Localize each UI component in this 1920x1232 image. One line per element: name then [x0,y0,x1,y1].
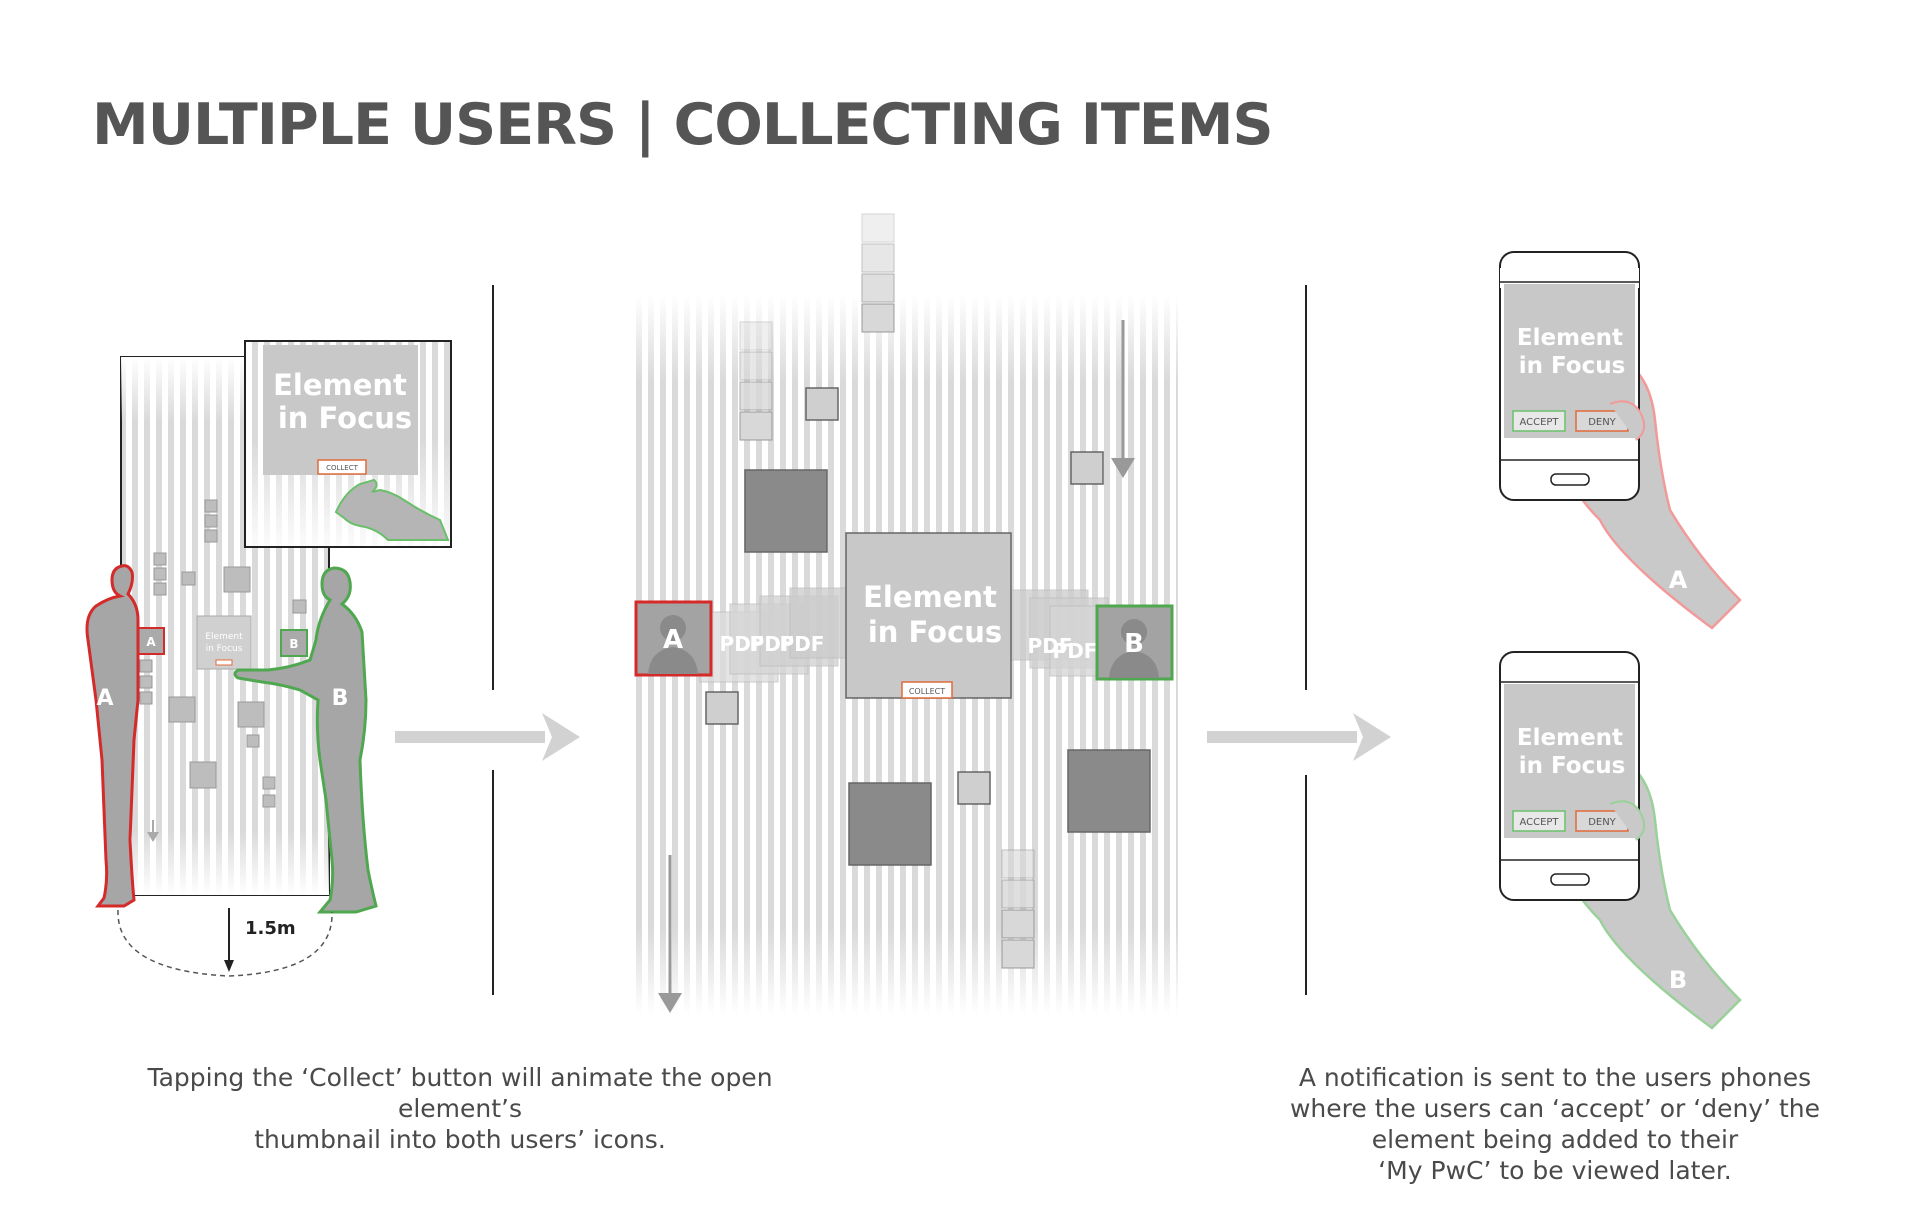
svg-text:ACCEPT: ACCEPT [1519,417,1559,428]
caption-collect: Tapping the ‘Collect’ button will animat… [147,1063,773,1154]
svg-text:DENY: DENY [1588,817,1616,828]
svg-text:in Focus: in Focus [1519,753,1626,779]
thumbnail-trail-a: PDF PDF PDF [699,587,869,683]
svg-text:PDF: PDF [780,632,825,656]
phone-b-home-button[interactable] [1550,873,1590,886]
svg-text:Element: Element [1517,725,1623,751]
svg-text:A: A [146,635,156,649]
svg-text:PDF: PDF [750,632,795,656]
inset-collect-button[interactable] [317,459,367,475]
user-a-icon: A [634,600,713,677]
scroll-arrow-down-left [658,855,682,1013]
svg-text:Element: Element [863,580,997,614]
wall-focus-label: Element [205,632,243,642]
collect-button[interactable] [901,681,953,699]
svg-text:COLLECT: COLLECT [909,687,945,696]
user-b-icon: B [1095,604,1174,681]
focus-element [845,532,1012,699]
inset-focus-element [263,345,418,475]
distance-arc [117,909,333,977]
person-b-label: B [332,686,349,711]
svg-text:A: A [663,625,683,655]
svg-text:B: B [1124,629,1144,659]
svg-text:DENY: DENY [1588,417,1616,428]
tile-stack-top [861,213,895,333]
scroll-arrow-up-right [1111,320,1135,478]
svg-text:Element: Element [1517,325,1623,351]
wall-tiles [139,499,307,808]
svg-text:in Focus: in Focus [1519,353,1626,379]
inset-tapping-hand [334,478,450,541]
tile-stack-left [739,321,773,441]
svg-text:PDF: PDF [1053,639,1098,663]
svg-text:in Focus: in Focus [206,644,243,654]
svg-text:COLLECT: COLLECT [326,464,359,472]
phone-b-user-label: B [1669,966,1687,994]
svg-text:ACCEPT: ACCEPT [1519,817,1559,828]
svg-text:PDF: PDF [720,632,765,656]
distance-label: 1.5m [245,918,296,939]
inset-zoom: Element in Focus COLLECT [244,340,452,548]
svg-text:in Focus: in Focus [278,401,412,435]
svg-text:in Focus: in Focus [868,615,1002,649]
flow-arrow-2 [1207,713,1391,761]
phone-b: Element in Focus ACCEPT DENY B [1499,651,1742,1030]
panel-wall-animation: PDF PDF PDF PDF PDF Element in Focus COL… [630,213,1178,1015]
person-b [233,566,378,914]
wall-user-b-icon [280,629,308,657]
svg-text:PDF: PDF [1028,634,1073,658]
phone-a-home-button[interactable] [1550,473,1590,486]
caption-notification: A notification is sent to the users phon… [1289,1063,1821,1185]
phone-b-accept-button[interactable] [1512,810,1566,832]
phone-a: Element in Focus ACCEPT DENY A [1499,251,1742,630]
svg-text:Element: Element [273,368,407,402]
page-title: MULTIPLE USERS | COLLECTING ITEMS [92,92,1274,158]
phone-a-user-label: A [1669,566,1688,594]
person-a [85,564,140,908]
flow-arrow-1 [395,713,580,761]
person-a-label: A [96,686,113,711]
tile-stack-bottom [1001,849,1035,969]
scattered-tiles [705,387,1151,866]
svg-text:B: B [289,637,298,651]
panel-room: Element in Focus A B Element in Focus CO… [85,340,452,977]
phone-a-accept-button[interactable] [1512,410,1566,432]
